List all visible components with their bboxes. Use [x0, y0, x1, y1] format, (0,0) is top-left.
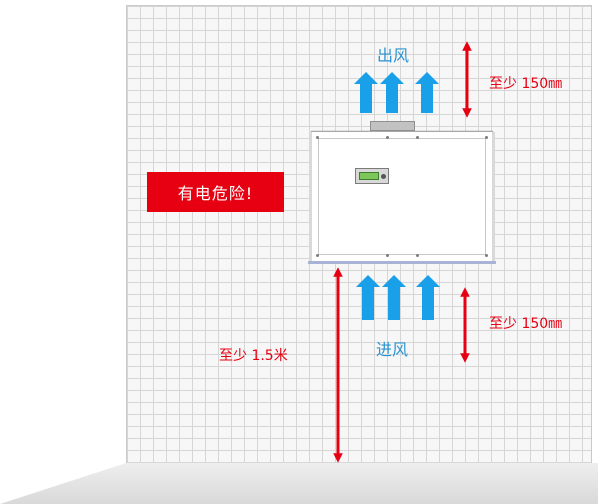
cabinet-left-rail	[309, 132, 312, 261]
screw-icon	[386, 254, 389, 257]
height-clearance-label: 至少 1.5米	[219, 348, 288, 364]
cabinet-front-panel	[318, 138, 486, 255]
lcd-screen	[359, 172, 379, 180]
lcd-display-icon	[355, 168, 389, 184]
cabinet-top-handle	[370, 121, 415, 131]
screw-icon	[485, 254, 488, 257]
danger-warning-label: 有电危险!	[147, 172, 284, 212]
inlet-label: 进风	[376, 340, 409, 359]
up-arrow-icon	[380, 72, 404, 113]
outlet-arrows	[354, 72, 439, 113]
bottom-clearance-label: 至少 150㎜	[489, 316, 563, 332]
up-arrow-icon	[382, 275, 406, 320]
cabinet-bottom-edge	[308, 261, 496, 264]
inlet-arrows	[356, 275, 440, 320]
screw-icon	[416, 136, 419, 139]
top-clearance-label: 至少 150㎜	[489, 76, 563, 92]
screw-icon	[316, 254, 319, 257]
screw-icon	[416, 254, 419, 257]
inverter-cabinet	[309, 131, 495, 262]
display-knob-icon	[381, 174, 386, 179]
up-arrow-icon	[416, 275, 440, 320]
up-arrow-icon	[356, 275, 380, 320]
cabinet-right-rail	[492, 132, 495, 261]
outlet-label: 出风	[377, 46, 410, 65]
screw-icon	[386, 136, 389, 139]
up-arrow-icon	[415, 72, 439, 113]
screw-icon	[485, 136, 488, 139]
screw-icon	[316, 136, 319, 139]
up-arrow-icon	[354, 72, 378, 113]
